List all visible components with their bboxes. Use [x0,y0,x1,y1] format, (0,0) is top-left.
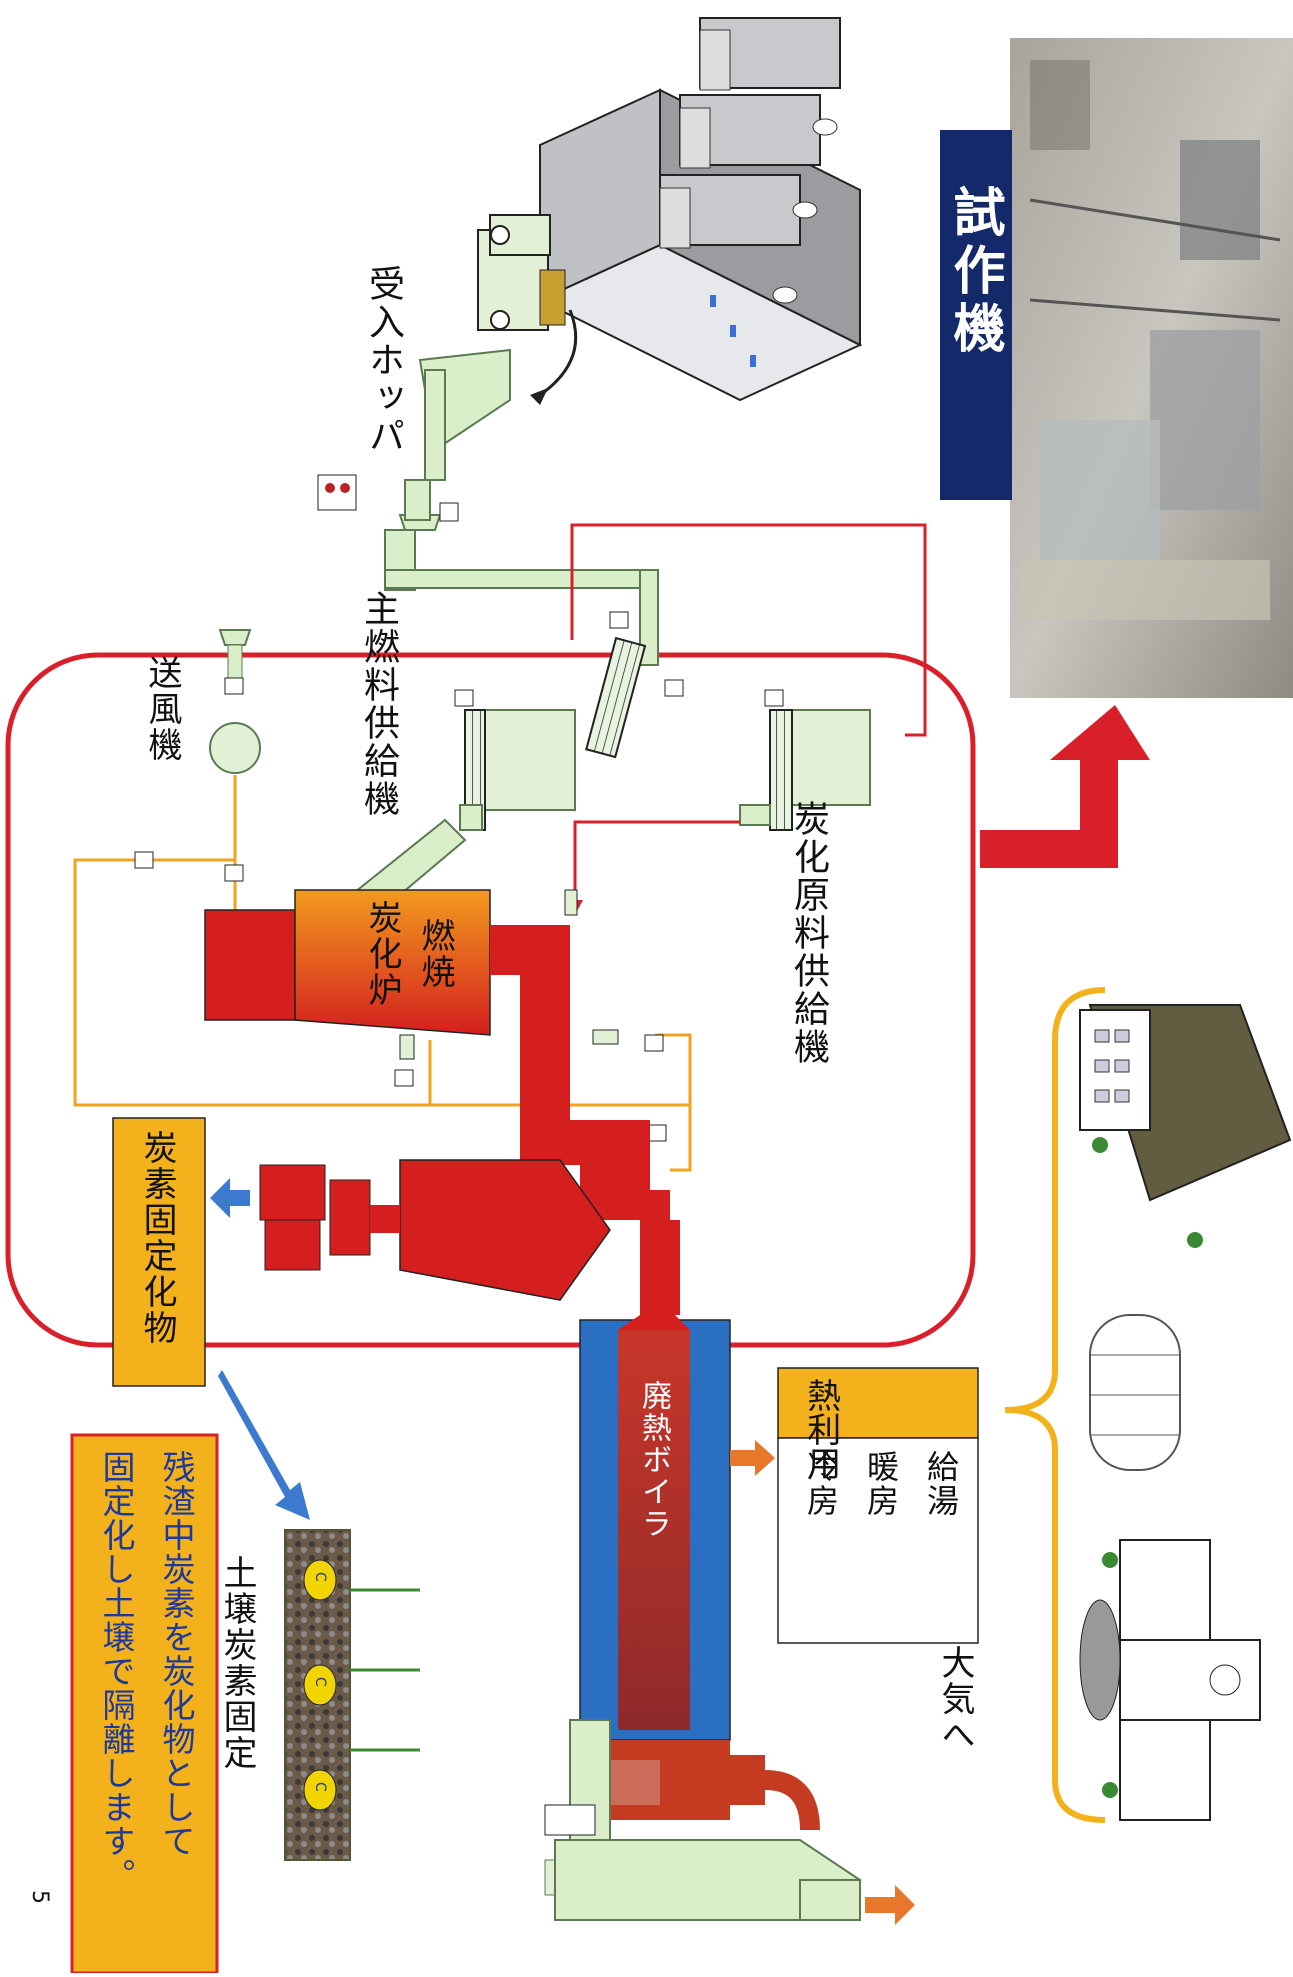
blower-unit [210,630,260,773]
operator-icon [318,475,356,510]
soil-marker-1: C [313,1572,327,1584]
loop-to-photo-arrow [980,705,1150,868]
heat-arrow [730,1440,775,1476]
soil-strip [285,1530,420,1860]
heat-item-cooling: 冷房 [805,1450,837,1518]
heat-item-heating: 暖房 [865,1450,897,1518]
prototype-title: 試作機 [948,185,1000,359]
fixed-carbon-label: 炭素固定化物 [140,1130,174,1346]
carbonization-feeder-tank [790,710,870,805]
heat-item-hot-water: 給湯 [925,1450,957,1518]
combustion-label: 燃焼 [418,918,452,990]
main-fuel-feeder-label: 主燃料供給機 [360,590,396,818]
exhaust-cyclone [555,1840,860,1920]
waste-heat-boiler-label: 廃熱ボイラ [638,1380,668,1540]
soil-arrow [218,1370,310,1520]
soil-marker-2: C [313,1677,327,1689]
prototype-photo [1010,38,1293,698]
hopper-label: 受入ホッパ [365,265,401,455]
house-building [1080,1005,1290,1248]
atmosphere-arrow [865,1885,915,1925]
storage-buildings [540,18,860,400]
ash-collector [260,1165,400,1270]
main-fuel-screw [586,612,683,757]
hospital-building [1080,1540,1260,1820]
page-number: 5 [28,1890,50,1906]
soil-carbon-label: 土壌炭素固定 [220,1555,254,1771]
carbonization-furnace-label: 炭化炉 [365,900,399,1008]
note-line-2: 固定化し土壌で隔離します。 [100,1450,133,1892]
to-atmosphere-label: 大気へ [938,1645,972,1753]
main-feeder-tank [480,710,575,810]
greenhouse-building [1090,1315,1180,1470]
output-arrow [210,1178,250,1218]
blower-label: 送風機 [145,655,179,763]
note-line-1: 残渣中炭素を炭化物として [160,1450,193,1858]
soil-marker-3: C [313,1782,327,1794]
carbonization-feeder-label: 炭化原料供給機 [790,800,826,1066]
